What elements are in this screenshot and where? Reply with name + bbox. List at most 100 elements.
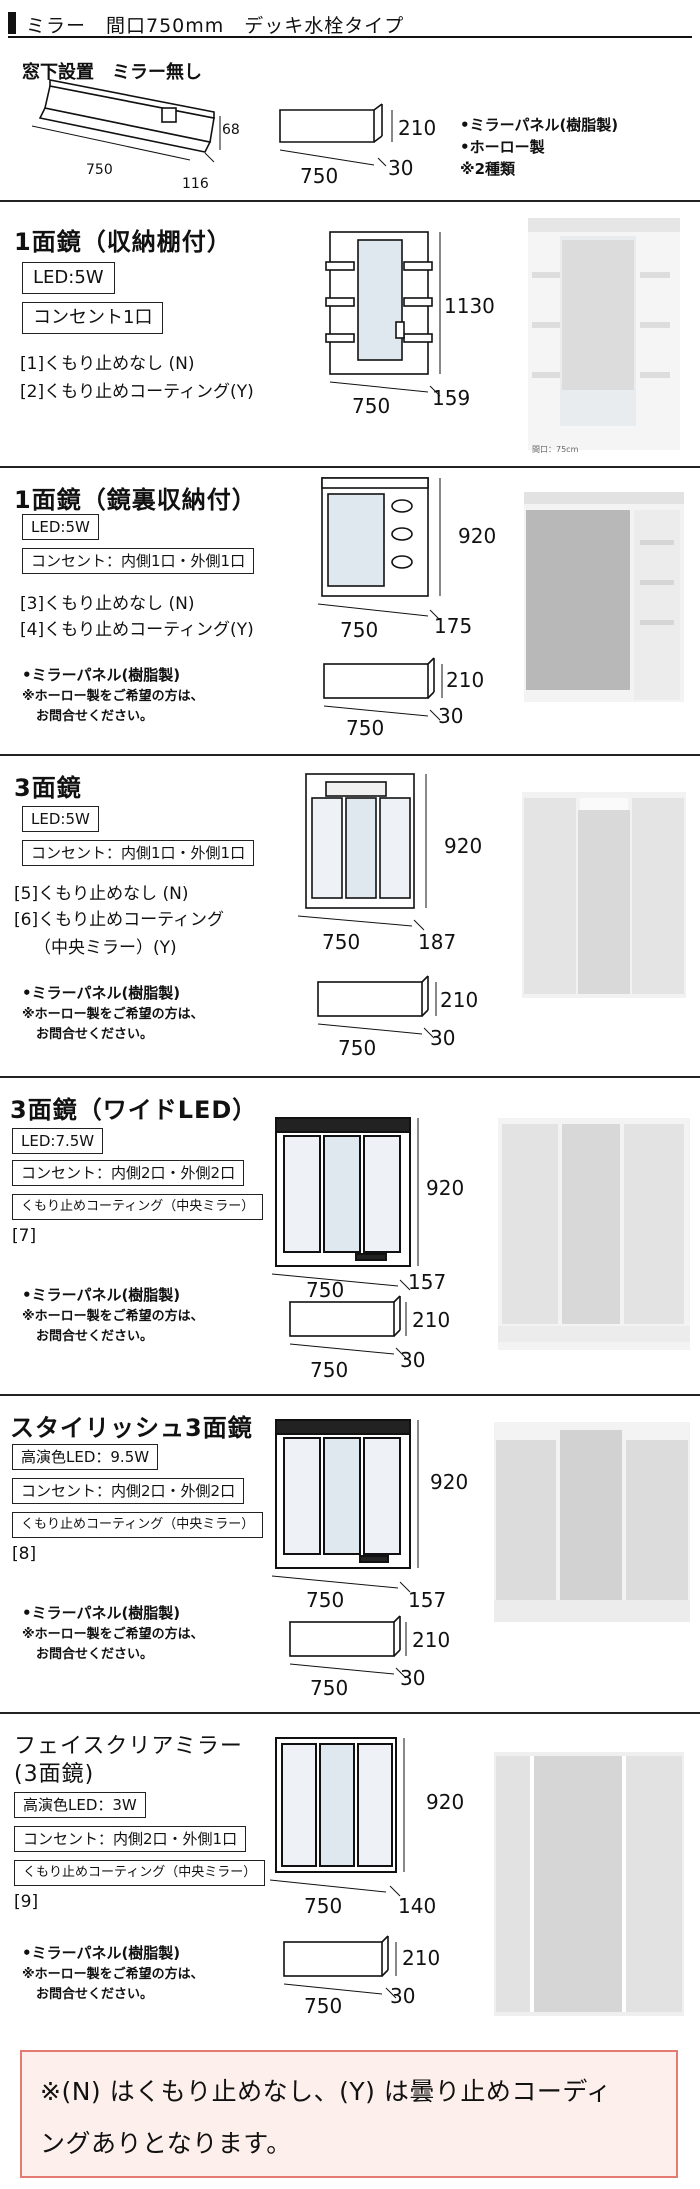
- sec2-width: 750: [340, 618, 379, 642]
- sec5-panel-width: 750: [310, 1676, 349, 1700]
- sec2-photo: [524, 492, 684, 702]
- sec6-panel-note-3: お問合せください。: [36, 1987, 154, 2002]
- sec6-title-2: (3面鏡): [14, 1762, 95, 1787]
- sec2-drawing: [317, 477, 443, 721]
- sec5-label-outlet: コンセント：内側2口・外側2口: [12, 1478, 245, 1504]
- sec4-width: 750: [306, 1278, 345, 1302]
- separator: [0, 1076, 700, 1078]
- sec2-title: 1面鏡（鏡裏収納付）: [14, 486, 257, 514]
- sec5-label-led: 高演色LED：9.5W: [12, 1444, 159, 1470]
- separator: [0, 1712, 700, 1714]
- sec2-option-2: [4]くもり止めコーティング(Y): [20, 620, 254, 640]
- sec3-panel-height: 210: [440, 988, 479, 1012]
- window-note-1: •ミラーパネル(樹脂製): [460, 116, 619, 134]
- note-line-1: ※(N) はくもり止めなし、(Y) は曇り止めコーディ: [40, 2077, 612, 2106]
- sec3-option-2: [6]くもり止めコーティング: [14, 910, 225, 930]
- sec6-label-outlet: コンセント：内側2口・外側1口: [14, 1826, 247, 1852]
- sec4-title: 3面鏡（ワイドLED）: [10, 1096, 258, 1124]
- shelf-width: 750: [86, 162, 113, 178]
- sec2-panel-height: 210: [446, 668, 485, 692]
- sec5-panel-note-3: お問合せください。: [36, 1647, 154, 1662]
- sec1-photo-caption: 間口：75cm: [532, 445, 579, 454]
- sec5-height: 920: [430, 1470, 469, 1494]
- sec3-panel-depth: 30: [430, 1026, 456, 1050]
- header-rule: [8, 36, 692, 38]
- sec5-drawing: [271, 1419, 419, 1679]
- shelf-height: 68: [222, 122, 240, 138]
- sec6-width: 750: [304, 1894, 343, 1918]
- sec1-height: 1130: [444, 294, 495, 318]
- sec4-panel-note-1: •ミラーパネル(樹脂製): [22, 1286, 181, 1304]
- sec2-height: 920: [458, 524, 497, 548]
- sec6-photo: [494, 1752, 684, 2016]
- sec5-panel-height: 210: [412, 1628, 451, 1652]
- sec4-panel-note-3: お問合せください。: [36, 1329, 154, 1344]
- shelf-depth: 116: [182, 176, 209, 192]
- sec6-title-1: フェイスクリアミラー: [14, 1734, 243, 1759]
- sec2-panel-width: 750: [346, 716, 385, 740]
- sec6-panel-note-2: ※ホーロー製をご希望の方は、: [22, 1967, 204, 1982]
- sec2-label-outlet: コンセント：内側1口・外側1口: [22, 548, 255, 574]
- sec2-option-1: [3]くもり止めなし (N): [20, 594, 195, 614]
- sec4-label-led: LED:7.5W: [12, 1128, 104, 1154]
- sec4-label-outlet: コンセント：内側2口・外側2口: [12, 1160, 245, 1186]
- sec4-depth: 157: [408, 1270, 447, 1294]
- window-panel-depth: 30: [388, 156, 414, 180]
- separator: [0, 1394, 700, 1396]
- window-panel-height: 210: [398, 116, 437, 140]
- sec2-panel-note-3: お問合せください。: [36, 709, 154, 724]
- sec6-panel-width: 750: [304, 1994, 343, 2018]
- sec2-panel-note-1: •ミラーパネル(樹脂製): [22, 666, 181, 684]
- sec3-panel-width: 750: [338, 1036, 377, 1060]
- sec4-number: [7]: [12, 1226, 37, 1246]
- sec5-width: 750: [306, 1588, 345, 1612]
- sec3-panel-note-3: お問合せください。: [36, 1027, 154, 1042]
- window-note-2: •ホーロー製: [460, 138, 545, 156]
- sec1-label-led: LED:5W: [22, 262, 115, 294]
- sec6-number: [9]: [14, 1892, 39, 1912]
- sec3-panel-note-1: •ミラーパネル(樹脂製): [22, 984, 181, 1002]
- sec3-option-3: （中央ミラー）(Y): [34, 938, 177, 958]
- sec3-height: 920: [444, 834, 483, 858]
- sec6-panel-note-1: •ミラーパネル(樹脂製): [22, 1944, 181, 1962]
- sec6-panel-depth: 30: [390, 1984, 416, 2008]
- window-shelf-drawing: [31, 79, 393, 167]
- separator: [0, 200, 700, 202]
- sec6-height: 920: [426, 1790, 465, 1814]
- sec6-label-antifog: くもり止めコーティング（中央ミラー）: [14, 1860, 266, 1886]
- sec4-height: 920: [426, 1176, 465, 1200]
- separator: [0, 466, 700, 468]
- sec6-drawing: [269, 1737, 405, 1999]
- sec2-panel-depth: 30: [438, 704, 464, 728]
- sec1-photo: [528, 218, 680, 450]
- sec1-width: 750: [352, 394, 391, 418]
- sec5-title: スタイリッシュ3面鏡: [10, 1414, 253, 1442]
- note-line-2: ングありとなります。: [40, 2129, 292, 2158]
- sec1-depth: 159: [432, 386, 471, 410]
- sec5-panel-depth: 30: [400, 1666, 426, 1690]
- sec5-panel-note-2: ※ホーロー製をご希望の方は、: [22, 1627, 204, 1642]
- sec2-label-led: LED:5W: [22, 514, 99, 540]
- sec3-title: 3面鏡: [14, 774, 82, 802]
- sec6-label-led: 高演色LED：3W: [14, 1792, 146, 1818]
- sec4-panel-width: 750: [310, 1358, 349, 1382]
- window-title: 窓下設置 ミラー無し: [22, 62, 202, 83]
- sec4-photo: [498, 1118, 690, 1350]
- sec4-drawing: [271, 1117, 419, 1359]
- sec4-panel-note-2: ※ホーロー製をご希望の方は、: [22, 1309, 204, 1324]
- sec3-label-led: LED:5W: [22, 806, 99, 832]
- page-header: ミラー 間口750mm デッキ水栓タイプ: [8, 10, 692, 38]
- sec2-depth: 175: [434, 614, 473, 638]
- sec3-label-outlet: コンセント：内側1口・外側1口: [22, 840, 255, 866]
- separator: [0, 754, 700, 756]
- sec3-width: 750: [322, 930, 361, 954]
- sec1-option-1: [1]くもり止めなし (N): [20, 354, 195, 374]
- page-title: ミラー 間口750mm デッキ水栓タイプ: [26, 15, 405, 37]
- sec2-panel-note-2: ※ホーロー製をご希望の方は、: [22, 689, 204, 704]
- window-panel-width: 750: [300, 164, 339, 188]
- sec3-drawing: [297, 773, 437, 1039]
- sec1-option-2: [2]くもり止めコーティング(Y): [20, 382, 254, 402]
- sec6-panel-height: 210: [402, 1946, 441, 1970]
- sec3-depth: 187: [418, 930, 457, 954]
- header-bar: [8, 12, 16, 34]
